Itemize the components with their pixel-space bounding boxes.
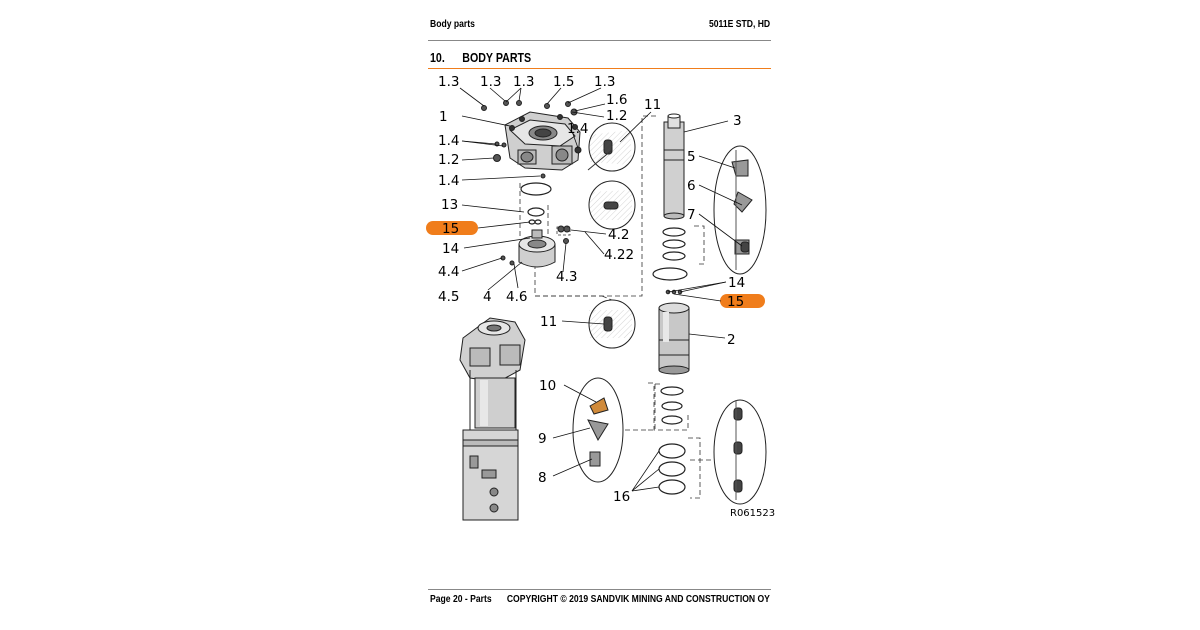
- callout-3: 3: [733, 113, 742, 129]
- callout-highlight-15-left: [426, 221, 478, 235]
- drawing-reference: R061523: [730, 508, 775, 519]
- callout-1-6: 1.6: [606, 92, 627, 108]
- callout-5: 5: [687, 149, 696, 165]
- orings-center-top: [652, 227, 688, 281]
- callout-11-top: 11: [644, 97, 661, 113]
- callout-highlight-15-right: [720, 294, 765, 308]
- callout-15-left: 15: [442, 221, 459, 237]
- callout-1-3-c: 1.3: [513, 74, 534, 90]
- callout-10: 10: [539, 378, 556, 394]
- callout-labels: 1.3 1.3 1.3 1.5 1.3 1.6 1.2 1 1.4 1.4 1.…: [438, 74, 775, 519]
- callout-1-3-d: 1.3: [594, 74, 615, 90]
- leader-lines: [459, 87, 743, 492]
- callout-1: 1: [439, 109, 448, 125]
- callout-1-2-b: 1.2: [438, 152, 459, 168]
- valve-body-drawing: [500, 225, 571, 268]
- cylinder-drawing: [658, 302, 690, 375]
- callout-15-right: 15: [727, 294, 744, 310]
- footer-page: Page 20 - Parts: [430, 594, 492, 605]
- cylinder-head-drawing: [504, 111, 582, 171]
- assembled-breaker-drawing: [459, 317, 526, 521]
- callout-9: 9: [538, 431, 547, 447]
- callout-8: 8: [538, 470, 547, 486]
- callout-4-4: 4.4: [438, 264, 459, 280]
- callout-4-6: 4.6: [506, 289, 527, 305]
- orings-center-bottom: [658, 386, 686, 495]
- callout-1-4-b: 1.4: [567, 121, 588, 137]
- callout-1-4-a: 1.4: [438, 133, 459, 149]
- callout-1-5: 1.5: [553, 74, 574, 90]
- title-underline: [428, 68, 771, 69]
- header-model: 5011E STD, HD: [708, 19, 770, 30]
- callout-4-2: 4.2: [608, 227, 629, 243]
- section-heading: BODY PARTS: [462, 50, 532, 65]
- callout-4-5: 4.5: [438, 289, 459, 305]
- callout-2: 2: [727, 332, 736, 348]
- callout-1-4-c: 1.4: [438, 173, 459, 189]
- callout-6: 6: [687, 178, 696, 194]
- callout-11-bottom: 11: [540, 314, 557, 330]
- section-number: 10.: [430, 50, 445, 65]
- header-section: Body parts: [430, 19, 475, 30]
- piston-drawing: [663, 113, 685, 220]
- callout-4: 4: [483, 289, 492, 305]
- orings-left: [520, 182, 552, 225]
- callout-14-right: 14: [728, 275, 745, 291]
- callout-4-3: 4.3: [556, 269, 577, 285]
- callout-16: 16: [613, 489, 630, 505]
- callout-13: 13: [441, 197, 458, 213]
- callout-14-left: 14: [442, 241, 459, 257]
- callout-4-22: 4.22: [604, 247, 634, 263]
- header-divider: [428, 40, 771, 41]
- footer-divider: [428, 589, 771, 590]
- callout-1-3-a: 1.3: [438, 74, 459, 90]
- callout-1-2-a: 1.2: [606, 108, 627, 124]
- footer-copyright: COPYRIGHT © 2019 SANDVIK MINING AND CONS…: [506, 594, 770, 605]
- callout-7: 7: [687, 207, 696, 223]
- callout-1-3-b: 1.3: [480, 74, 501, 90]
- section-title: 10. BODY PARTS: [430, 50, 531, 65]
